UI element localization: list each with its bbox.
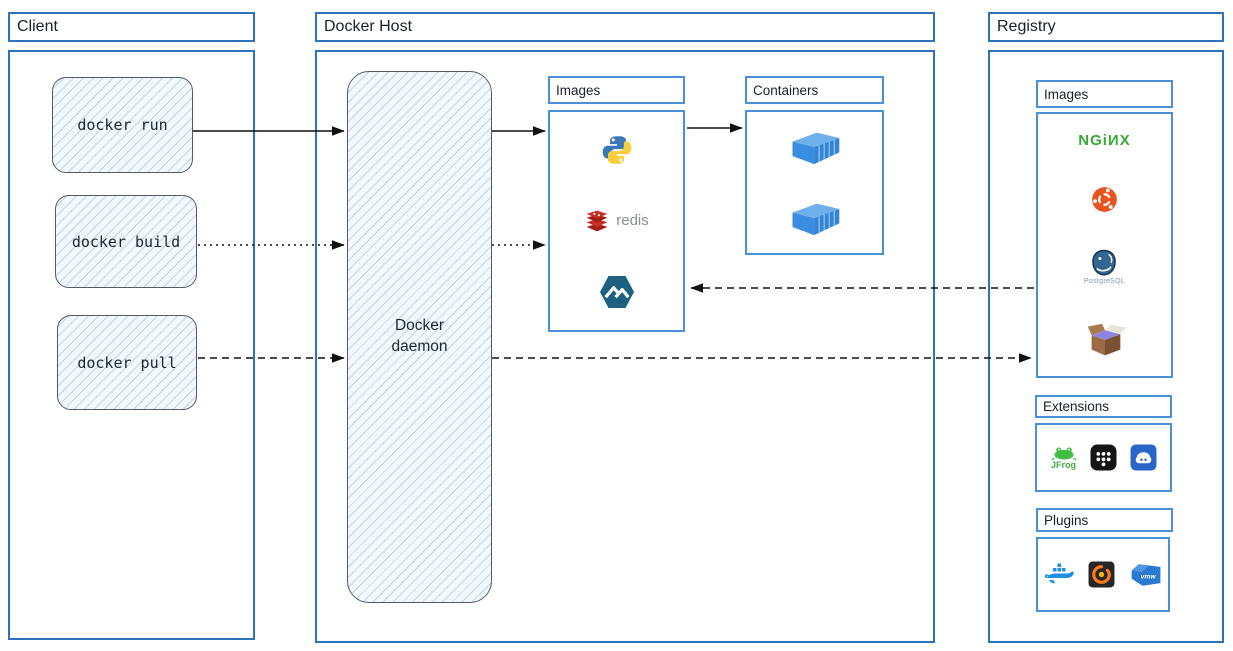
docker-pull-label: docker pull <box>77 353 177 372</box>
registry-plugins-box: vmw <box>1036 537 1170 612</box>
docker-run-label: docker run <box>77 116 168 134</box>
registry-extensions-title: Extensions <box>1035 395 1172 418</box>
postgresql-label: PostgreSQL <box>1083 278 1126 286</box>
vmware-logo: vmw <box>1131 563 1160 586</box>
redis-label: redis <box>616 212 649 230</box>
nginx-logo: NGiИX <box>1078 132 1131 150</box>
host-images-box: redis <box>548 110 685 332</box>
postgresql-logo <box>1092 249 1117 276</box>
docker-build-command-box: docker build <box>55 195 197 288</box>
registry-images-box: NGiИX PostgreSQL <box>1036 112 1173 378</box>
registry-extensions-box: JFrog <box>1035 423 1172 492</box>
container-3d-icon <box>792 132 839 165</box>
host-containers-box <box>745 110 884 255</box>
host-images-title: Images <box>548 76 685 104</box>
jfrog-logo <box>1050 447 1077 461</box>
docker-whale-logo <box>1044 563 1074 583</box>
redis-logo-row: redis <box>584 208 649 234</box>
package-box-icon <box>1087 323 1126 356</box>
disk-extension-icon <box>1130 444 1156 471</box>
registry-panel-title: Registry <box>988 12 1224 42</box>
jfrog-label: JFrog <box>1050 460 1076 470</box>
grid-dots-extension-icon <box>1090 444 1116 471</box>
python-logo <box>602 135 631 164</box>
redis-logo <box>586 210 608 232</box>
alpine-hexagon-logo <box>599 276 634 309</box>
container-3d-icon <box>792 203 839 235</box>
host-containers-title: Containers <box>745 76 884 104</box>
docker-build-label: docker build <box>71 232 181 251</box>
docker-daemon-label: Docker daemon <box>391 317 448 355</box>
docker-daemon-box: Docker daemon <box>347 71 492 603</box>
ubuntu-logo <box>1092 186 1117 212</box>
registry-images-title: Images <box>1036 80 1173 108</box>
jfrog-logo-group: JFrog <box>1050 445 1077 470</box>
vmware-label: vmw <box>1140 573 1156 580</box>
client-panel-title: Client <box>8 12 255 42</box>
docker-host-panel-title: Docker Host <box>315 12 935 42</box>
docker-pull-command-box: docker pull <box>57 315 197 410</box>
registry-plugins-title: Plugins <box>1036 508 1173 532</box>
docker-run-command-box: docker run <box>52 77 193 173</box>
grafana-logo <box>1088 561 1114 588</box>
postgresql-logo-group: PostgreSQL <box>1084 249 1125 285</box>
